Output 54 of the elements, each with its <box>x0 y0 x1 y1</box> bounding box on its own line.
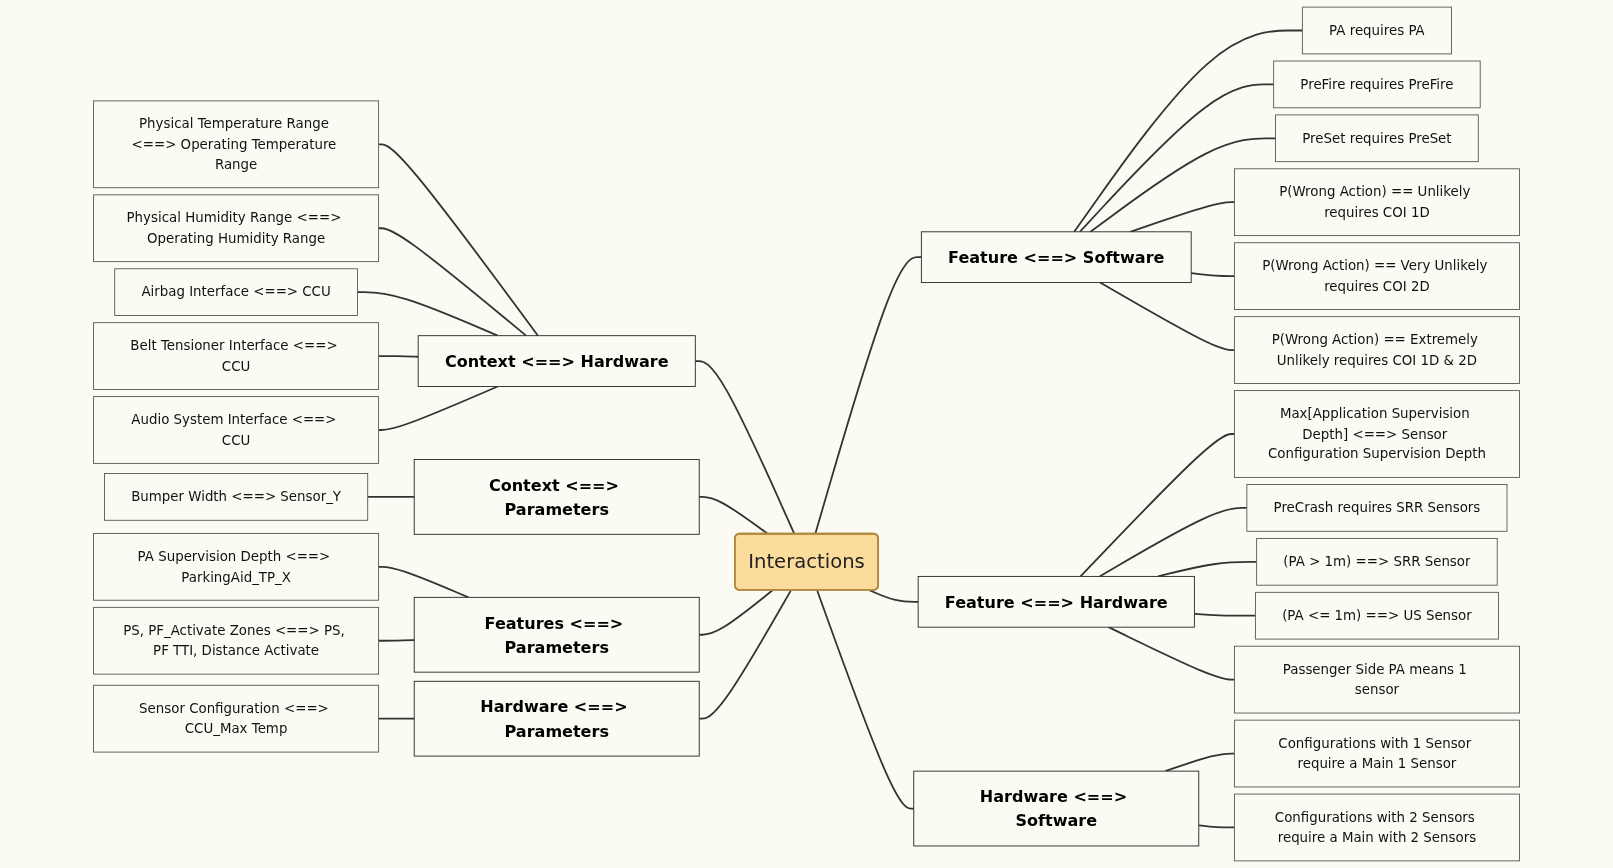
connector <box>1193 612 1257 617</box>
node-box: Audio System Interface <==> CCU <box>93 396 380 464</box>
node-box: Airbag Interface <==> CCU <box>114 268 358 316</box>
connector <box>377 565 470 599</box>
connector <box>377 717 416 720</box>
node-box: Bumper Width <==> Sensor_Y <box>104 473 369 521</box>
connector <box>366 496 416 498</box>
node-box: Belt Tensioner Interface <==> CCU <box>93 322 380 390</box>
node-box: PA Supervision Depth <==> ParkingAid_TP_X <box>93 533 380 601</box>
connector <box>1073 29 1304 233</box>
connector <box>377 385 499 431</box>
connector <box>868 589 920 603</box>
node-box: Physical Temperature Range <==> Operating Temperature Range <box>93 100 380 189</box>
node-box: PreCrash requires SRR Sensors <box>1246 484 1508 532</box>
node-box: (PA <= 1m) ==> US Sensor <box>1255 591 1499 640</box>
connector <box>816 589 915 810</box>
node-box: Configurations with 1 Sensor require a Main 1 Sensor <box>1233 719 1520 788</box>
connector <box>377 639 416 642</box>
node-box: Features <==> Parameters <box>413 596 700 673</box>
node-box: Sensor Configuration <==> CCU_Max Temp <box>93 684 380 753</box>
connector <box>698 589 792 720</box>
connector <box>1107 626 1236 681</box>
node-box: PS, PF_Activate Zones <==> PS, PF TTI, Distance Activate <box>93 606 380 675</box>
node-box: Context <==> Hardware <box>417 335 696 387</box>
node-box: Passenger Side PA means 1 sensor <box>1233 645 1520 714</box>
node-box: Feature <==> Software <box>920 231 1192 284</box>
connector <box>377 355 420 358</box>
connector <box>1098 507 1248 578</box>
node-box: Hardware <==> Software <box>913 770 1200 847</box>
node-box: Hardware <==> Parameters <box>413 680 700 757</box>
node-box: Context <==> Parameters <box>413 459 700 535</box>
connector <box>1078 83 1275 233</box>
node-box: P(Wrong Action) == Unlikely requires COI 1D <box>1233 168 1520 237</box>
node-box: P(Wrong Action) == Very Unlikely requires COI 2D <box>1233 242 1520 310</box>
connector <box>1079 433 1236 578</box>
connector <box>1197 824 1236 829</box>
connector <box>377 227 527 337</box>
node-box: Max[Application Supervision Depth] <==> Sensor Configuration Supervision Depth <box>1233 390 1520 478</box>
node-box: PreFire requires PreFire <box>1273 60 1481 109</box>
node-box: PreSet requires PreSet <box>1275 114 1479 163</box>
connector <box>1099 281 1236 351</box>
connector <box>1157 560 1258 578</box>
connector <box>1089 137 1277 233</box>
node-box: (PA > 1m) ==> SRR Sensor <box>1256 538 1498 586</box>
node-box: Feature <==> Hardware <box>917 575 1195 628</box>
connector <box>1164 752 1236 772</box>
node-box: PA requires PA <box>1301 6 1452 55</box>
connector <box>377 143 539 337</box>
node-box: Physical Humidity Range <==> Operating Humidity Range <box>93 194 380 263</box>
connector <box>698 589 774 636</box>
connector <box>356 291 499 337</box>
node-box: P(Wrong Action) == Extremely Unlikely requires COI 1D & 2D <box>1233 316 1520 384</box>
node-box: Configurations with 2 Sensors require a Main with 2 Sensors <box>1233 793 1520 862</box>
connector <box>1190 272 1236 277</box>
